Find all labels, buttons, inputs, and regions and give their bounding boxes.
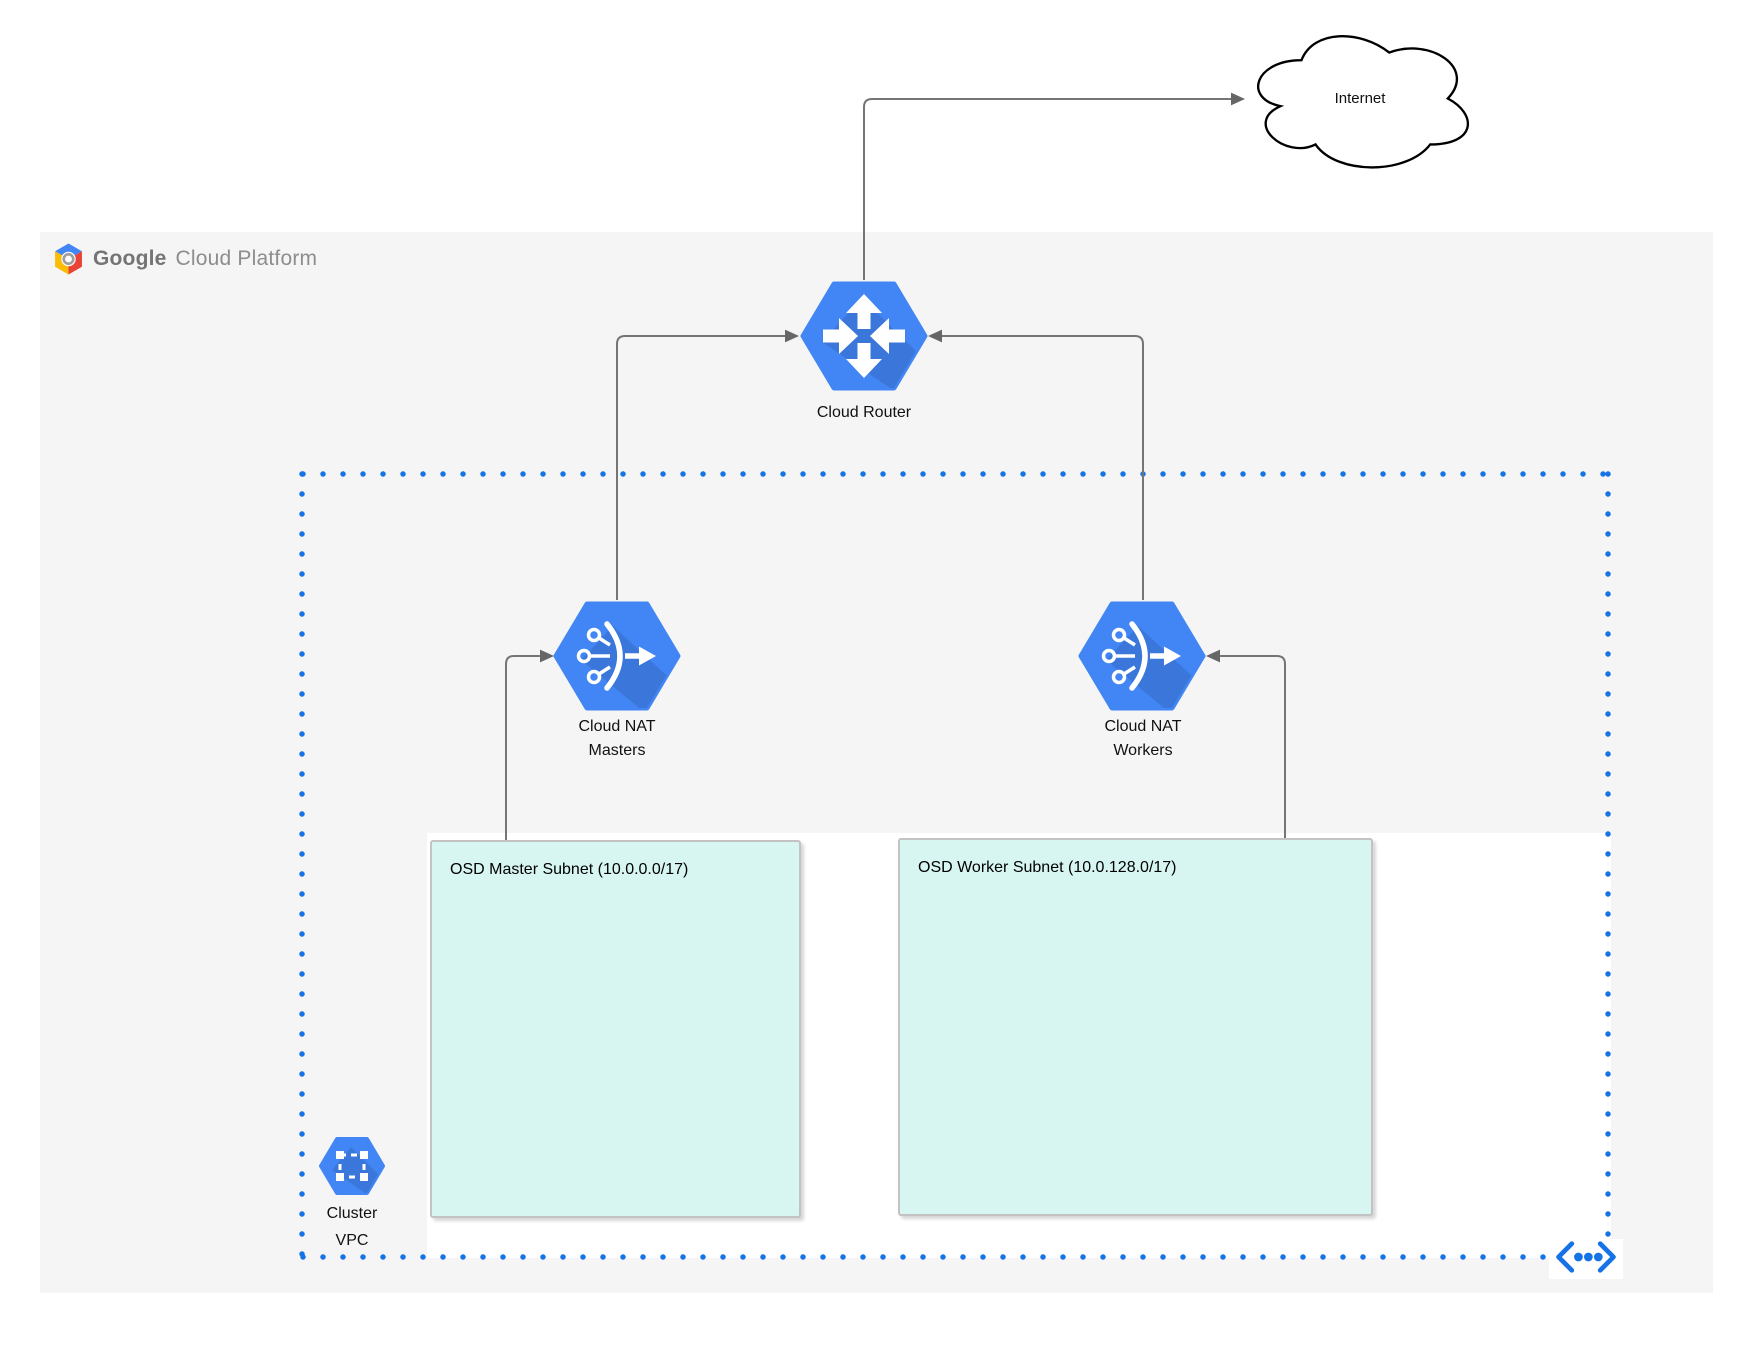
vpc-boundary-bottom [300, 1254, 1611, 1260]
expand-dots-icon [1551, 1239, 1621, 1280]
cluster-vpc-label: Cluster VPC [252, 1200, 452, 1254]
osd-worker-subnet-box[interactable]: OSD Worker Subnet (10.0.128.0/17) [898, 838, 1373, 1216]
internet-label: Internet [1334, 90, 1386, 107]
cluster-vpc-label-line1: Cluster [326, 1205, 378, 1222]
osd-master-subnet-box[interactable]: OSD Master Subnet (10.0.0.0/17) [430, 840, 801, 1218]
cloud-nat-workers-label-line1: Cloud NAT [1104, 718, 1182, 735]
logo-text-cloud-platform: Cloud Platform [175, 247, 318, 270]
cloud-nat-masters-label-line1: Cloud NAT [578, 718, 656, 735]
cluster-vpc-label-line2: VPC [335, 1232, 369, 1249]
cloud-nat-workers-label: Cloud NAT Workers [993, 715, 1293, 763]
cloud-nat-masters-label-line2: Masters [588, 742, 646, 759]
cloud-router-node[interactable] [800, 280, 928, 397]
cloud-nat-workers-label-line2: Workers [1113, 742, 1173, 759]
vpc-boundary-top [300, 471, 1611, 477]
cloud-nat-workers-node[interactable] [1078, 600, 1206, 717]
router-arrows-icon [800, 281, 928, 396]
osd-master-subnet-title: OSD Master Subnet (10.0.0.0/17) [450, 861, 689, 878]
vpc-boundary-right [1605, 471, 1611, 1260]
vpc-network-icon [319, 1137, 385, 1201]
gcp-logo: Google Cloud Platform [53, 243, 317, 275]
logo-text-google: Google [93, 247, 167, 270]
cloud-nat-masters-label: Cloud NAT Masters [467, 715, 767, 763]
osd-worker-subnet-title: OSD Worker Subnet (10.0.128.0/17) [918, 859, 1177, 876]
cloud-nat-masters-node[interactable] [553, 600, 681, 717]
vpc-boundary-expand-control[interactable] [1549, 1239, 1623, 1279]
nat-gateway-icon [1078, 601, 1206, 716]
cloud-outline-icon [1240, 35, 1480, 181]
nat-gateway-icon [553, 601, 681, 716]
vpc-boundary-left [299, 471, 305, 1260]
cloud-router-label: Cloud Router [816, 404, 912, 421]
internet-node[interactable]: Internet [1240, 20, 1480, 177]
gcp-hexagon-logo-icon [53, 243, 84, 275]
cluster-vpc-node[interactable] [319, 1135, 385, 1202]
